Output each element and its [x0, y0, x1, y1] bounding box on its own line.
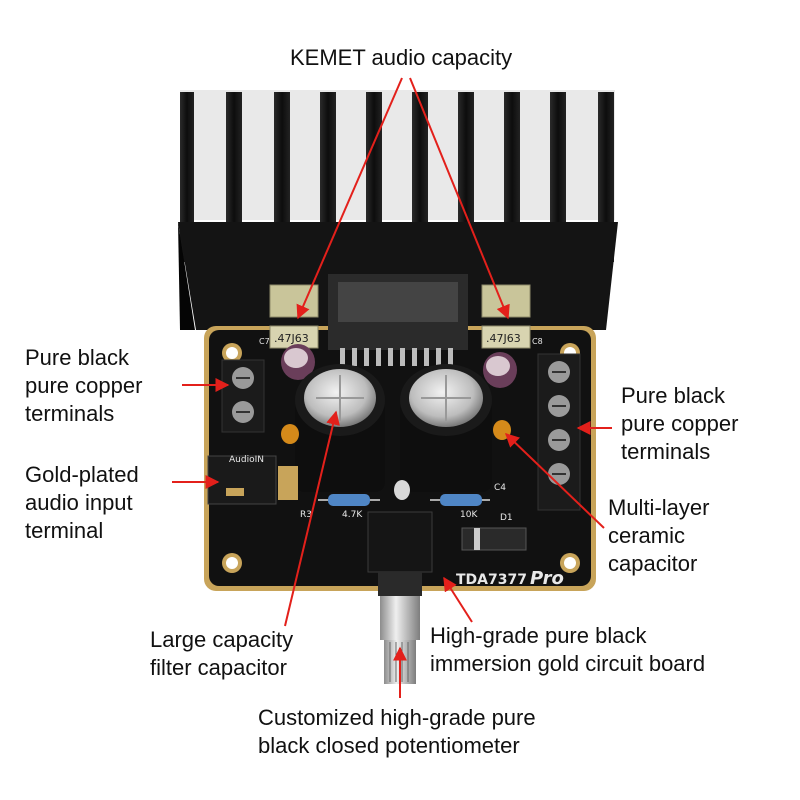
label-filter-capacitor: Large capacity filter capacitor [150, 627, 294, 680]
kemet-cap-left-marking: .47J63 [274, 332, 309, 345]
label-ceramic-capacitor: Multi-layer ceramic capacitor [608, 495, 710, 576]
resistor-right: 10K C4 [430, 483, 506, 520]
ceramic-capacitor-right [493, 420, 511, 440]
led [394, 480, 410, 500]
label-potentiometer: Customized high-grade pure black closed … [258, 705, 536, 758]
ceramic-capacitor-left [281, 424, 299, 444]
board-model-silkscreen: TDA7377 Pro [456, 568, 564, 589]
label-audio-input: Gold-plated audio input terminal [25, 462, 139, 543]
r3-silkscreen: R3 [300, 510, 312, 520]
resistor-right-value-silkscreen: 10K [460, 510, 478, 520]
model-name: TDA7377 [456, 572, 527, 588]
terminal-block-right [537, 353, 581, 511]
r3-value-silkscreen: 4.7K [342, 510, 363, 520]
small-capacitor-right [483, 352, 517, 388]
model-suffix: Pro [530, 568, 564, 589]
small-capacitor-left [281, 344, 315, 380]
terminal-block-left [221, 359, 265, 433]
label-kemet-audio-capacity: KEMET audio capacity [290, 45, 513, 70]
label-terminals-right: Pure black pure copper terminals [621, 383, 739, 464]
label-circuit-board: High-grade pure black immersion gold cir… [430, 623, 706, 676]
d1-silkscreen: D1 [500, 513, 513, 523]
c4-silkscreen: C4 [494, 483, 506, 493]
potentiometer [367, 511, 433, 684]
label-terminals-left: Pure black pure copper terminals [25, 345, 143, 426]
c7-silkscreen: C7 [259, 337, 270, 346]
c8-silkscreen: C8 [532, 337, 543, 346]
kemet-cap-right-marking: .47J63 [486, 332, 521, 345]
audio-in-silkscreen: AudioIN [229, 455, 264, 465]
filter-capacitor-left [295, 364, 385, 492]
filter-capacitor-right [400, 364, 492, 492]
